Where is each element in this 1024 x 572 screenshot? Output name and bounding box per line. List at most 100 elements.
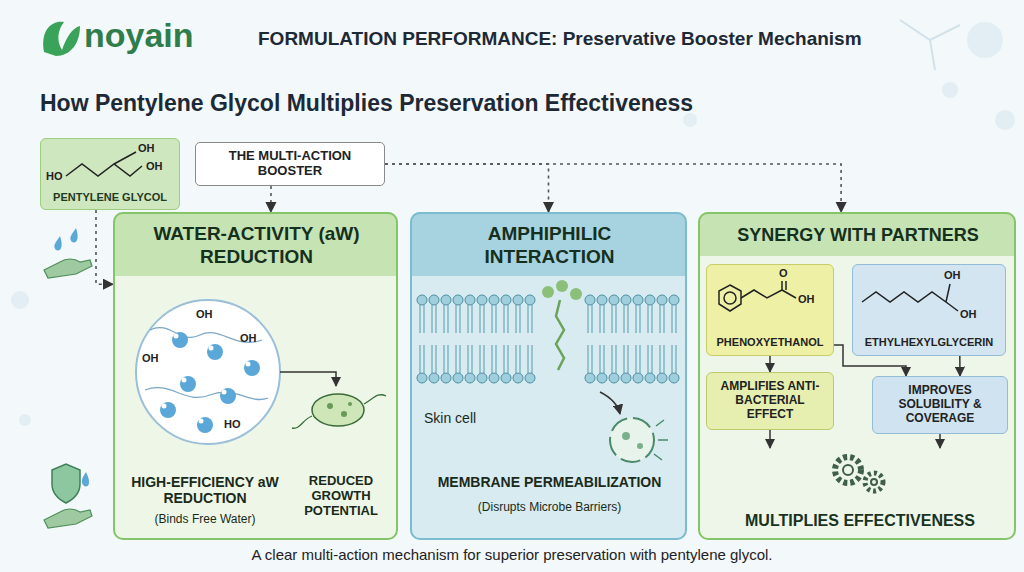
lipid-tail [519, 305, 520, 333]
lipid-head [645, 295, 655, 305]
dotted-arrow [96, 210, 113, 284]
lipid-head [429, 373, 439, 383]
lipid-tail [515, 345, 516, 373]
lipid-tail [591, 345, 592, 373]
mechanism-panel: SYNERGY WITH PARTNERSPHENOXYETHANOLETHYL… [698, 212, 1016, 540]
decoration [312, 394, 364, 426]
node-text: ETHYLHEXYLGLYCERIN [865, 336, 994, 349]
lipid-tail [431, 305, 432, 333]
lipid-tail [615, 345, 616, 373]
node-text: (Binds Free Water) [121, 512, 289, 526]
decoration [172, 332, 188, 348]
lipid-tail [587, 305, 588, 333]
lipid-head [417, 295, 427, 305]
chem-group: OH [146, 160, 163, 172]
lipid-head [453, 373, 463, 383]
lipid-tail [471, 345, 472, 373]
lipid-head [633, 295, 643, 305]
lipid-tail [527, 345, 528, 373]
lipid-tail [675, 345, 676, 373]
decoration [698, 212, 1016, 540]
decoration [622, 432, 630, 440]
ingredient-box: ETHYLHEXYLGLYCERIN [852, 264, 1006, 356]
lipid-tail [483, 305, 484, 333]
lipid-tail [455, 345, 456, 373]
decoration [610, 418, 654, 462]
decoration [900, 20, 960, 70]
decoration [843, 465, 853, 475]
effect-box: IMPROVES SOLUBILITY & COVERAGE [872, 376, 1008, 434]
decoration [292, 395, 386, 429]
decoration [556, 300, 564, 370]
title: FORMULATION PERFORMANCE: Preservative Bo… [258, 28, 862, 50]
decoration [698, 212, 1016, 256]
dotted-arrow [385, 164, 841, 212]
flow-arrow [834, 345, 906, 376]
decoration [556, 280, 568, 292]
lipid-tail [623, 345, 624, 373]
lipid-head [441, 295, 451, 305]
lipid-tail [435, 345, 436, 373]
lipid-tail [519, 345, 520, 373]
lipid-tail [603, 305, 604, 333]
decoration [570, 288, 582, 300]
effect-box: AMPLIFIES ANTI-BACTERIAL EFFECT [706, 372, 834, 430]
lipid-tail [423, 305, 424, 333]
lipid-tail [503, 345, 504, 373]
decoration [66, 152, 142, 176]
chem-group: OH [142, 352, 159, 364]
node-text: (Disrupts Microbe Barriers) [418, 500, 681, 514]
lipid-tail [611, 305, 612, 333]
decoration [44, 259, 92, 278]
decoration [741, 281, 796, 298]
lipid-tail [635, 305, 636, 333]
decoration [865, 473, 883, 491]
chem-group: HO [224, 418, 241, 430]
decoration [871, 479, 877, 485]
decoration [174, 334, 179, 339]
decoration [160, 402, 176, 418]
lipid-head [417, 373, 427, 383]
lipid-tail [615, 305, 616, 333]
decoration [637, 443, 643, 449]
lipid-tail [599, 345, 600, 373]
decoration [222, 390, 227, 395]
node-text: HIGH-EFFICIENCY aW REDUCTION [121, 474, 289, 506]
lipid-head [513, 373, 523, 383]
chem-group: OH [240, 332, 257, 344]
amphiphilic-molecule [542, 280, 582, 370]
lipid-tail [671, 305, 672, 333]
lipid-tail [627, 305, 628, 333]
lipid-tail [495, 345, 496, 373]
lipid-head [609, 373, 619, 383]
decoration [40, 138, 180, 210]
lipid-tail [531, 305, 532, 333]
lipid-head [489, 295, 499, 305]
panel-heading: AMPHIPHILIC INTERACTION [422, 220, 677, 272]
lipid-head [465, 373, 475, 383]
logo-icon [43, 22, 80, 56]
lipid-tail [447, 305, 448, 333]
decoration [182, 378, 187, 383]
lipid-tail [443, 305, 444, 333]
flow-arrow [769, 356, 771, 372]
decoration [852, 264, 1006, 356]
lipid-tail [527, 305, 528, 333]
lipid-tail [447, 345, 448, 373]
microbe [600, 392, 668, 462]
panel-heading: WATER-ACTIVITY (aW) REDUCTION [125, 220, 388, 272]
decoration [54, 228, 77, 250]
decoration [600, 392, 620, 414]
decoration [683, 113, 697, 127]
decoration [724, 292, 736, 304]
decoration [113, 212, 398, 540]
lipid-head [621, 295, 631, 305]
decoration [246, 362, 251, 367]
lipid-tail [483, 345, 484, 373]
decoration [220, 388, 236, 404]
node-text: THE MULTI-ACTION BOOSTER [202, 149, 378, 179]
lipid-tail [419, 305, 420, 333]
decoration [209, 346, 214, 351]
lipid-tail [491, 345, 492, 373]
